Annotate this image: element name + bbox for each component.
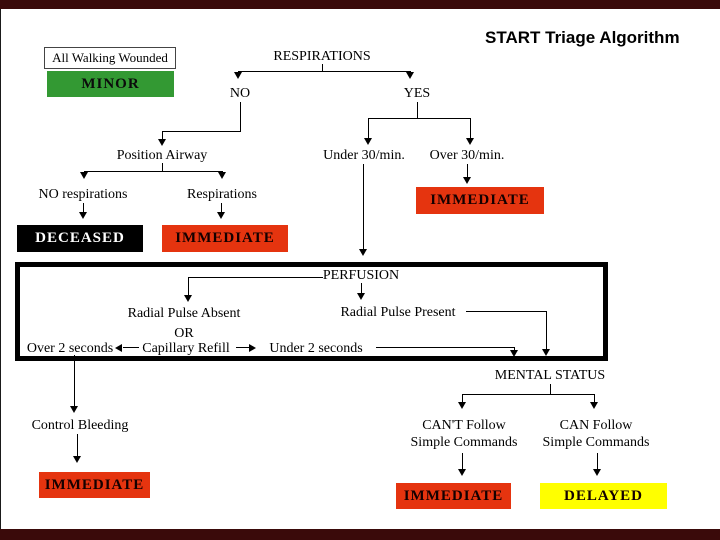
immediate-box-over-30: IMMEDIATE: [416, 187, 544, 214]
flow-line: [363, 164, 364, 250]
flow-line: [467, 164, 468, 178]
all-walking-wounded-label: All Walking Wounded: [44, 47, 176, 69]
or-label: OR: [174, 326, 194, 341]
flow-line: [238, 71, 411, 72]
respirations-present-label: Respirations: [187, 187, 257, 202]
immediate-box-no-respirations: IMMEDIATE: [162, 225, 288, 252]
simple-commands-label: Simple Commands: [542, 435, 650, 450]
left-border-line: [0, 9, 1, 529]
arrowhead-down-icon: [406, 72, 414, 79]
simple-commands-label: Simple Commands: [410, 435, 518, 450]
arrowhead-down-icon: [234, 72, 242, 79]
arrowhead-down-icon: [70, 406, 78, 413]
flow-line: [162, 131, 241, 132]
perfusion-label: PERFUSION: [322, 268, 400, 283]
arrowhead-left-icon: [115, 344, 122, 352]
flow-line: [466, 311, 547, 312]
arrowhead-down-icon: [463, 177, 471, 184]
cant-follow-label: CAN'T Follow: [422, 418, 506, 433]
flow-line: [594, 394, 595, 403]
flow-line: [368, 118, 369, 139]
minor-box: MINOR: [47, 71, 174, 97]
arrowhead-down-icon: [364, 138, 372, 145]
flow-line: [550, 384, 551, 394]
flow-line: [368, 118, 471, 119]
flow-line: [597, 453, 598, 470]
immediate-box-control-bleeding: IMMEDIATE: [39, 472, 150, 498]
arrowhead-down-icon: [217, 212, 225, 219]
flow-line: [240, 102, 241, 131]
deceased-box: DECEASED: [17, 225, 143, 252]
arrowhead-down-icon: [590, 402, 598, 409]
flow-line: [188, 277, 323, 278]
flow-line: [376, 347, 514, 348]
arrowhead-down-icon: [466, 138, 474, 145]
flow-line: [162, 131, 163, 140]
arrowhead-down-icon: [542, 349, 550, 356]
capillary-refill-label: Capillary Refill: [142, 341, 230, 356]
position-airway-label: Position Airway: [116, 148, 208, 163]
yes-label: YES: [403, 86, 431, 101]
flow-line: [77, 434, 78, 457]
can-follow-label: CAN Follow: [559, 418, 633, 433]
arrowhead-right-icon: [249, 344, 256, 352]
perfusion-section-frame: [15, 262, 608, 361]
flow-line: [514, 347, 515, 351]
flow-line: [162, 163, 163, 171]
flow-line: [84, 171, 223, 172]
flow-line: [221, 203, 222, 213]
flow-line: [462, 453, 463, 470]
top-border-bar: [0, 0, 720, 9]
over-30-label: Over 30/min.: [429, 148, 505, 163]
arrowhead-down-icon: [73, 456, 81, 463]
flow-line: [462, 394, 595, 395]
respirations-label: RESPIRATIONS: [273, 49, 371, 64]
page-title: START Triage Algorithm: [485, 28, 680, 47]
flow-line: [236, 347, 250, 348]
under-2-seconds-label: Under 2 seconds: [269, 341, 363, 356]
control-bleeding-label: Control Bleeding: [31, 418, 129, 433]
flow-line: [74, 355, 75, 407]
flow-line: [188, 277, 189, 296]
mental-status-label: MENTAL STATUS: [494, 368, 606, 383]
over-2-seconds-label: Over 2 seconds: [26, 341, 114, 356]
flow-line: [361, 283, 362, 294]
radial-pulse-present-label: Radial Pulse Present: [340, 305, 456, 320]
flow-line: [470, 118, 471, 139]
bottom-border-bar: [0, 529, 720, 540]
arrowhead-down-icon: [158, 139, 166, 146]
arrowhead-down-icon: [359, 249, 367, 256]
radial-pulse-absent-label: Radial Pulse Absent: [127, 306, 241, 321]
arrowhead-down-icon: [458, 469, 466, 476]
flow-line: [322, 64, 323, 71]
immediate-box-cant-follow: IMMEDIATE: [396, 483, 511, 509]
no-respirations-label: NO respirations: [38, 187, 128, 202]
arrowhead-down-icon: [510, 350, 518, 357]
flow-line: [462, 394, 463, 403]
arrowhead-down-icon: [218, 172, 226, 179]
arrowhead-down-icon: [184, 295, 192, 302]
under-30-label: Under 30/min.: [323, 148, 405, 163]
delayed-box: DELAYED: [540, 483, 667, 509]
no-label: NO: [229, 86, 251, 101]
arrowhead-down-icon: [593, 469, 601, 476]
arrowhead-down-icon: [79, 212, 87, 219]
arrowhead-down-icon: [458, 402, 466, 409]
arrowhead-down-icon: [80, 172, 88, 179]
flow-line: [417, 102, 418, 118]
flow-line: [546, 311, 547, 350]
flow-line: [83, 203, 84, 213]
flow-line: [123, 347, 139, 348]
arrowhead-down-icon: [357, 293, 365, 300]
